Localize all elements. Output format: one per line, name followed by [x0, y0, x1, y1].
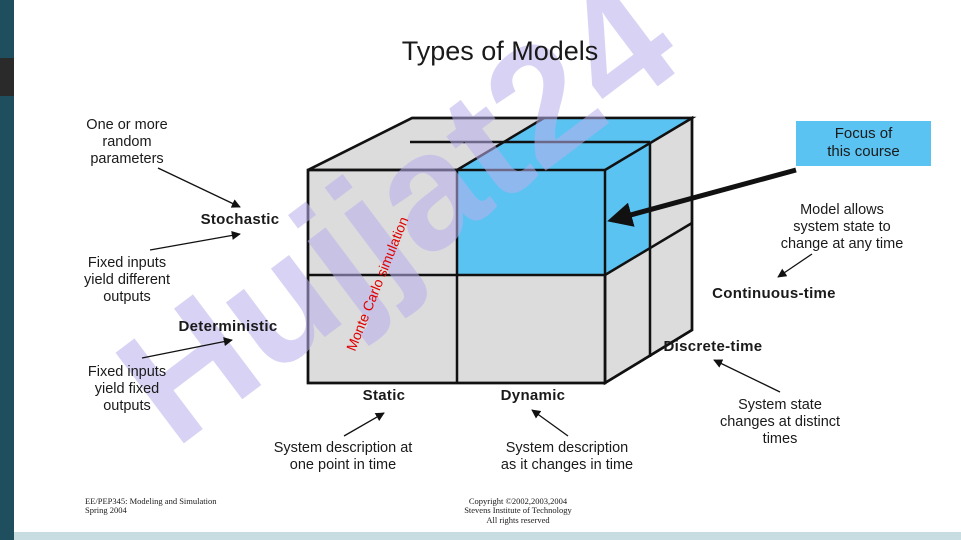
- note-line: parameters: [90, 150, 164, 167]
- cube-top-right-edge: [604, 116, 693, 172]
- focus-cell-top: [457, 118, 692, 170]
- note-line: System state: [738, 397, 822, 413]
- focus-callout: Focus of this course: [796, 121, 931, 166]
- focus-cell-front: [457, 170, 605, 275]
- arrow-dynamic-desc-to-dynamic: [531, 409, 569, 437]
- static-description: System description at one point in time: [238, 440, 448, 474]
- left-accent-bar: [0, 0, 14, 540]
- note-line: yield fixed: [94, 380, 160, 397]
- stochastic-label: Stochastic: [200, 211, 280, 228]
- dynamic-description: System description as it changes in time: [462, 440, 672, 474]
- footer-copyright: Copyright ©2002,2003,2004 Stevens Instit…: [418, 496, 618, 525]
- note-line: yield different: [84, 271, 170, 288]
- note-line: outputs: [103, 288, 151, 305]
- note-line: Fixed inputs: [87, 255, 167, 271]
- arrow-fixed-fixed-to-deterministic: [141, 337, 233, 359]
- note-line: change at any time: [780, 235, 904, 252]
- note-line: as it changes in time: [500, 456, 634, 473]
- arrow-random-to-stochastic: [157, 167, 241, 208]
- continuous-description: Model allows system state to change at a…: [752, 202, 932, 253]
- footer-course: EE/PEP345: Modeling and Simulation Sprin…: [85, 496, 305, 516]
- note-line: Fixed inputs: [87, 364, 167, 380]
- continuous-time-label: Continuous-time: [712, 285, 836, 302]
- note-line: System description at: [273, 440, 413, 456]
- focus-pointer-arrow: [607, 167, 797, 227]
- footer-line: All rights reserved: [486, 514, 550, 525]
- note-line: One or more: [86, 117, 168, 133]
- top-divider-left-right: [456, 116, 545, 172]
- arrow-continuous-desc-to-continuous: [777, 253, 813, 278]
- side-horizontal-divider: [604, 221, 693, 277]
- callout-line: this course: [827, 143, 900, 160]
- page-title: Types of Models: [401, 36, 599, 66]
- random-parameters-note: One or more random parameters: [62, 117, 192, 168]
- note-line: changes at distinct: [719, 413, 841, 430]
- right-margin: [942, 0, 961, 540]
- note-line: system state to: [793, 218, 891, 235]
- callout-line: Focus of: [834, 125, 893, 142]
- footer-line: Stevens Institute of Technology: [464, 505, 572, 516]
- discrete-time-label: Discrete-time: [663, 338, 763, 355]
- left-accent-tab: [0, 58, 14, 96]
- static-label: Static: [362, 387, 406, 404]
- note-line: Model allows: [800, 202, 884, 218]
- note-line: outputs: [103, 397, 151, 414]
- cube-outline: [306, 116, 694, 385]
- deterministic-label: Deterministic: [178, 318, 278, 335]
- arrow-fixed-diff-to-stochastic: [149, 230, 241, 251]
- arrow-static-desc-to-static: [343, 412, 385, 437]
- footer-line: EE/PEP345: Modeling and Simulation: [85, 496, 217, 506]
- fixed-inputs-different-note: Fixed inputs yield different outputs: [62, 255, 192, 306]
- footer-line: Copyright ©2002,2003,2004: [468, 496, 568, 506]
- note-line: one point in time: [289, 456, 397, 473]
- dynamic-label: Dynamic: [500, 387, 566, 404]
- note-line: times: [762, 430, 798, 447]
- fixed-inputs-fixed-note: Fixed inputs yield fixed outputs: [62, 364, 192, 415]
- footer-line: Spring 2004: [85, 505, 127, 516]
- bottom-band: [14, 532, 961, 540]
- note-line: System description: [505, 440, 629, 456]
- discrete-description: System state changes at distinct times: [690, 397, 870, 448]
- note-line: random: [102, 133, 152, 150]
- arrow-discrete-desc-to-discrete: [713, 359, 781, 393]
